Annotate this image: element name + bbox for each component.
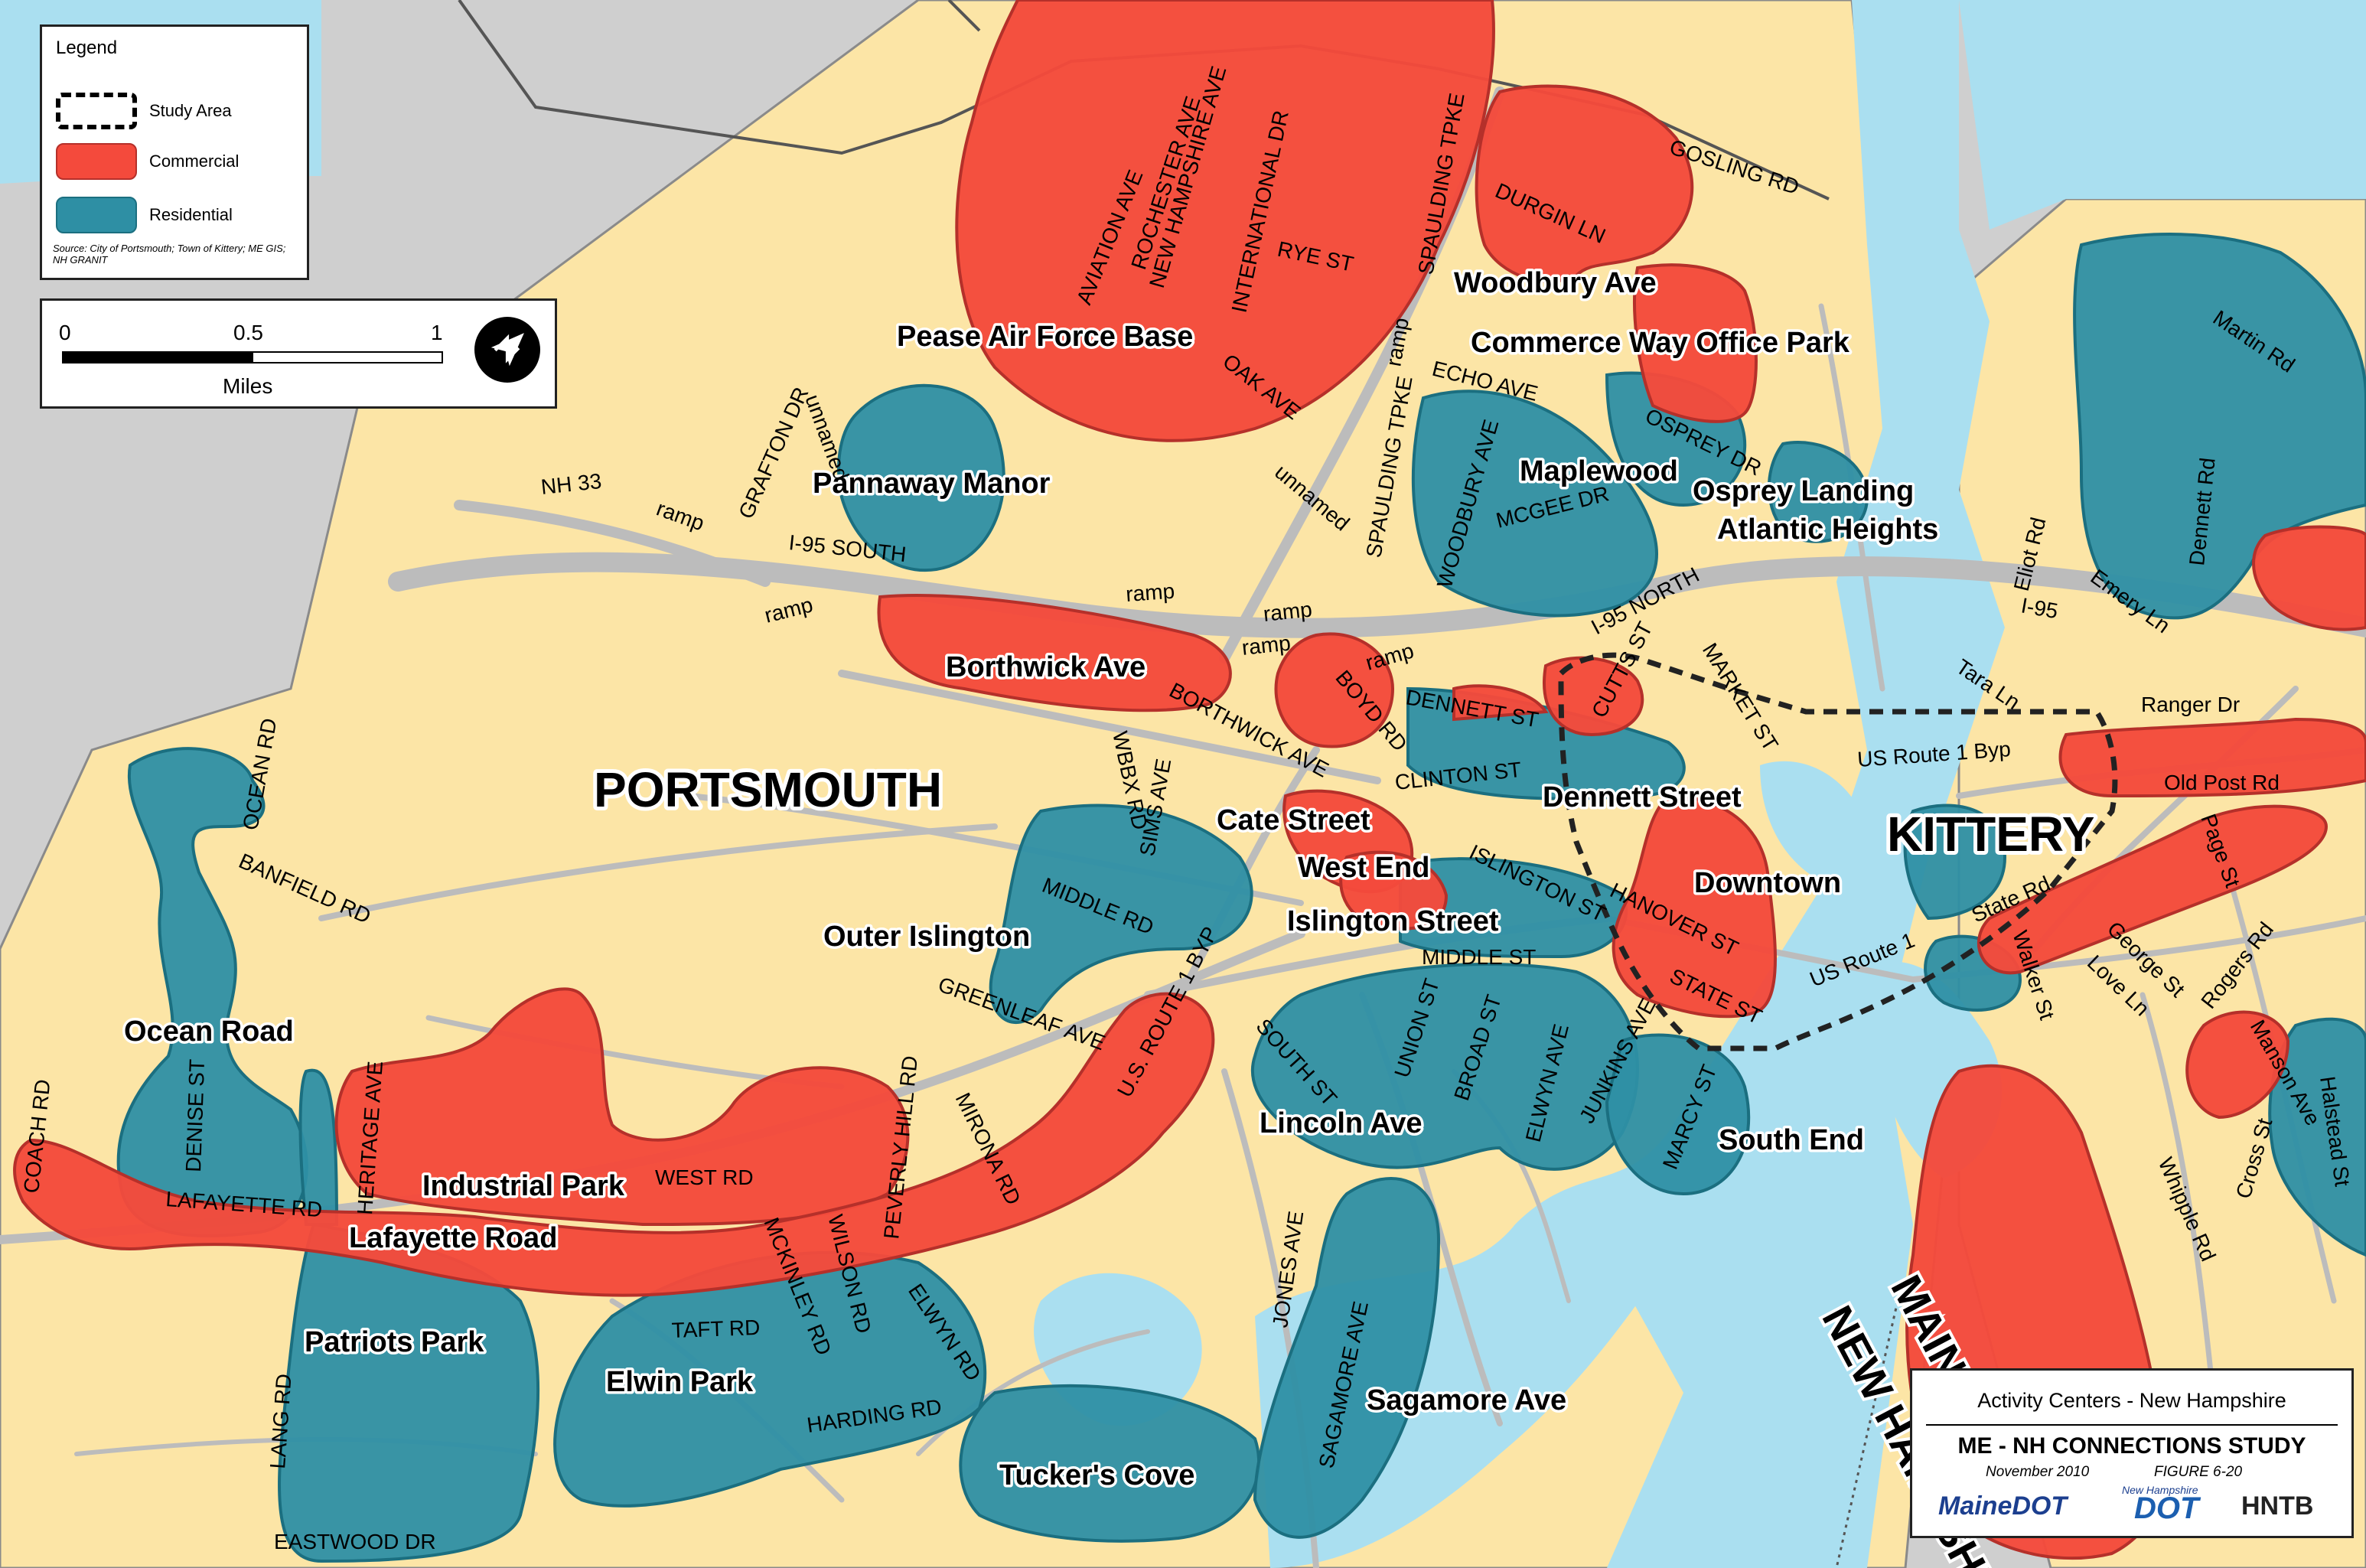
com-lafayette <box>13 992 1215 1297</box>
legend-source: Source: City of Portsmouth; Town of Kitt… <box>53 243 286 266</box>
road-label-middlest: MIDDLE ST <box>1422 945 1536 969</box>
res-outer-islington <box>989 804 1253 1025</box>
com-kittery-east-small <box>2252 525 2366 631</box>
map-date: November 2010 <box>1986 1464 2090 1480</box>
scale-tick-0: 0 <box>59 321 71 344</box>
study-area-boundary <box>1558 652 2118 1051</box>
town-label-kittery: KITTERY <box>1887 807 2094 862</box>
road-label-taft: TAFT RD <box>671 1315 761 1342</box>
area-label-pannaway: Pannaway Manor <box>813 468 1051 500</box>
com-kittery-manson <box>2185 1010 2290 1120</box>
res-southend <box>1605 1033 1751 1196</box>
area-label-atlantic: Atlantic Heights <box>1717 513 1938 546</box>
title-divider <box>1926 1424 2338 1426</box>
road-label-westrd: WEST RD <box>655 1165 754 1189</box>
res-maplewood <box>1411 390 1658 618</box>
legend-label: Commercial <box>149 152 240 171</box>
legend-item-residential: Residential <box>56 197 233 233</box>
area-label-downtown: Downtown <box>1694 867 1841 899</box>
res-tuckers <box>959 1384 1260 1543</box>
nhdot-logo: DOT <box>2134 1491 2199 1525</box>
map-legend: Legend Study Area Commercial Residential… <box>40 24 309 280</box>
map-heading: Activity Centers - New Hampshire <box>1977 1389 2286 1412</box>
area-label-lafayette: Lafayette Road <box>349 1222 557 1254</box>
road-label-oldpost: Old Post Rd <box>2164 771 2280 794</box>
road-label-ramp4: ramp <box>1125 579 1175 606</box>
area-labels: Pease Air Force Base Woodbury Ave Commer… <box>122 265 1941 1495</box>
legend-label: Study Area <box>149 101 232 120</box>
area-label-sagamore: Sagamore Ave <box>1367 1384 1566 1416</box>
figure-number: FIGURE 6-20 <box>2154 1464 2243 1480</box>
com-westend <box>1339 850 1449 931</box>
road-label-ramp5: ramp <box>1262 597 1313 625</box>
area-label-maplewood: Maplewood <box>1520 455 1678 487</box>
road-label-eastwood: EASTWOOD DR <box>274 1530 436 1553</box>
scale-tick-1: 1 <box>431 321 443 344</box>
legend-label: Residential <box>149 205 233 224</box>
area-label-elwin: Elwin Park <box>606 1366 754 1398</box>
legend-title: Legend <box>56 37 118 58</box>
com-woodbury-north <box>1475 84 1694 283</box>
com-industrial <box>334 987 910 1227</box>
com-borthwick <box>877 594 1232 712</box>
scale-bar: 0 0.5 1 Miles <box>40 298 557 409</box>
com-commerce <box>1633 263 1758 423</box>
commercial-zones <box>13 0 2366 1560</box>
road-label-ramp6: ramp <box>1240 631 1292 659</box>
area-label-outer: Outer Islington <box>823 921 1030 953</box>
area-label-cate: Cate Street <box>1217 804 1370 836</box>
area-label-commerce: Commerce Way Office Park <box>1471 327 1850 359</box>
res-sagamore <box>1253 1177 1441 1539</box>
res-atlantic <box>1767 441 1869 543</box>
scale-segment-black <box>62 351 253 363</box>
area-label-dennett: Dennett Street <box>1543 781 1742 813</box>
hntb-logo: HNTB <box>2241 1491 2314 1521</box>
nhdot-logo-script: New Hampshire <box>2122 1484 2198 1496</box>
area-label-woodbury: Woodbury Ave <box>1454 267 1657 299</box>
scale-segment-white <box>252 351 443 363</box>
res-kittery-center <box>1903 804 2007 921</box>
area-label-ocean: Ocean Road <box>124 1015 294 1048</box>
mainedot-logo: MaineDOT <box>1938 1491 2068 1521</box>
area-label-tuckers: Tucker's Cove <box>999 1459 1194 1491</box>
area-label-southend: South End <box>1719 1124 1864 1156</box>
com-pease <box>955 0 1495 442</box>
com-dennett-small <box>1543 656 1644 737</box>
town-label-portsmouth: PORTSMOUTH <box>594 762 942 817</box>
com-traffic-circle <box>1274 632 1395 748</box>
study-area-swatch <box>56 93 137 129</box>
res-lincoln <box>1250 963 1639 1171</box>
legend-item-study-area: Study Area <box>56 93 232 129</box>
com-dennett-strip <box>1452 684 1549 722</box>
area-label-pease: Pease Air Force Base <box>897 321 1193 353</box>
area-label-westend: West End <box>1298 852 1429 884</box>
road-label-denise: DENISE ST <box>181 1058 209 1172</box>
area-label-osprey: Osprey Landing <box>1693 475 1914 507</box>
road-label-ranger: Ranger Dr <box>2141 693 2240 716</box>
area-label-patriots: Patriots Park <box>305 1326 484 1358</box>
scale-unit: Miles <box>223 374 273 398</box>
water-topright <box>1959 0 2366 230</box>
study-name: ME - NH CONNECTIONS STUDY <box>1957 1433 2306 1459</box>
com-downtown <box>1612 794 1777 1019</box>
commercial-swatch <box>56 143 137 180</box>
title-block: Activity Centers - New Hampshire ME - NH… <box>1910 1368 2354 1538</box>
water-creek <box>1760 761 1867 888</box>
area-label-industrial: Industrial Park <box>422 1170 625 1202</box>
area-label-islington: Islington Street <box>1287 905 1499 937</box>
residential-swatch <box>56 197 137 233</box>
area-label-lincoln: Lincoln Ave <box>1260 1107 1423 1139</box>
res-pannaway <box>837 383 1005 572</box>
com-kittery-state <box>1977 804 2329 975</box>
area-label-borthwick: Borthwick Ave <box>946 651 1146 683</box>
scale-tick-half: 0.5 <box>233 321 263 344</box>
legend-item-commercial: Commercial <box>56 143 239 180</box>
north-arrow-icon <box>474 317 540 383</box>
res-kittery-north <box>2073 233 2366 620</box>
